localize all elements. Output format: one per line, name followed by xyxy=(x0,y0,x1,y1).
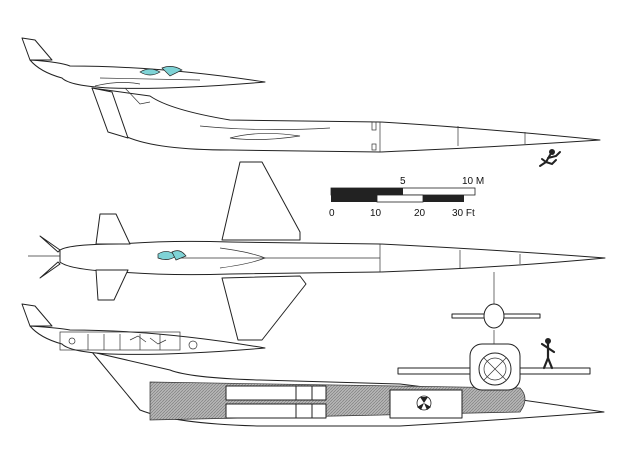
side-view-upper xyxy=(21,37,601,153)
front-upper-fuselage xyxy=(483,303,505,329)
scale-label-30ft: 30 Ft xyxy=(452,208,475,219)
cutaway-tail-fin xyxy=(21,303,53,327)
imperial-bar xyxy=(423,195,464,202)
carrier-tail-fin xyxy=(91,87,129,139)
plan-view xyxy=(28,161,606,341)
canopy-side xyxy=(139,68,161,76)
scale-label-0ft: 0 xyxy=(329,208,335,219)
scale-label-5m: 5 xyxy=(400,176,406,187)
tail-lower xyxy=(39,261,61,279)
human-figure-running xyxy=(539,149,561,167)
side-view-lower-cutaway xyxy=(21,303,605,427)
parasite-tail-fin xyxy=(21,37,53,61)
tail-upper xyxy=(39,235,61,253)
main-wing-lower xyxy=(221,275,307,341)
carrier-fuselage-side xyxy=(91,87,601,153)
front-view xyxy=(397,272,591,391)
forward-wing-upper xyxy=(95,213,131,245)
cutaway-parasite-fuselage xyxy=(29,325,266,355)
scale-label-10ft: 10 xyxy=(370,208,382,219)
human-figure-standing xyxy=(540,338,556,370)
scale-label-10m: 10 M xyxy=(462,176,484,187)
main-wing-upper xyxy=(221,161,301,241)
scale-label-20ft: 20 xyxy=(414,208,426,219)
forward-wing-lower xyxy=(95,269,129,301)
scale-bar: 5 10 M 0 10 20 30 Ft xyxy=(329,176,484,219)
